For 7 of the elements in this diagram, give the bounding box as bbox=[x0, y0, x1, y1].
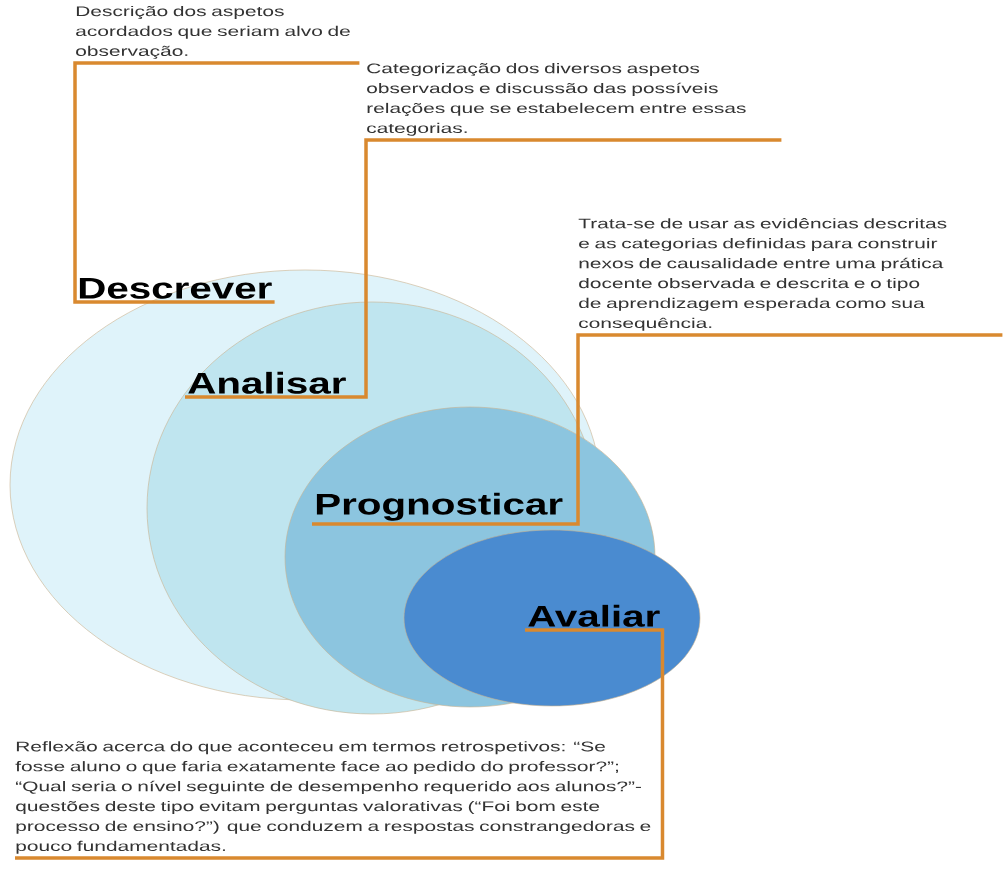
leader-line bbox=[15, 628, 665, 860]
description-text: Categorização dos diversos aspetos observados e discussão das possíveis relações que se estabelecem entre essas categorias. bbox=[367, 63, 746, 136]
description-text: Reflexão acerca do que aconteceu em termos retrospetivos: “Se fosse aluno o que faria exatamente face ao pedido do professor?”; “Qual seria o nível seguinte de desempenho requerido aos alunos?”- questões deste tipo evitam perguntas valorativas (“Foi bom este processo de ensino?”) que conduzem a respostas constrangedoras e pouco fundamentadas. bbox=[15, 741, 651, 854]
leader-line bbox=[312, 333, 1003, 526]
leader-line bbox=[73, 61, 360, 304]
description-text: Descrição dos aspetos acordados que seriam alvo de observação. bbox=[76, 5, 350, 59]
leader-line bbox=[185, 138, 782, 399]
